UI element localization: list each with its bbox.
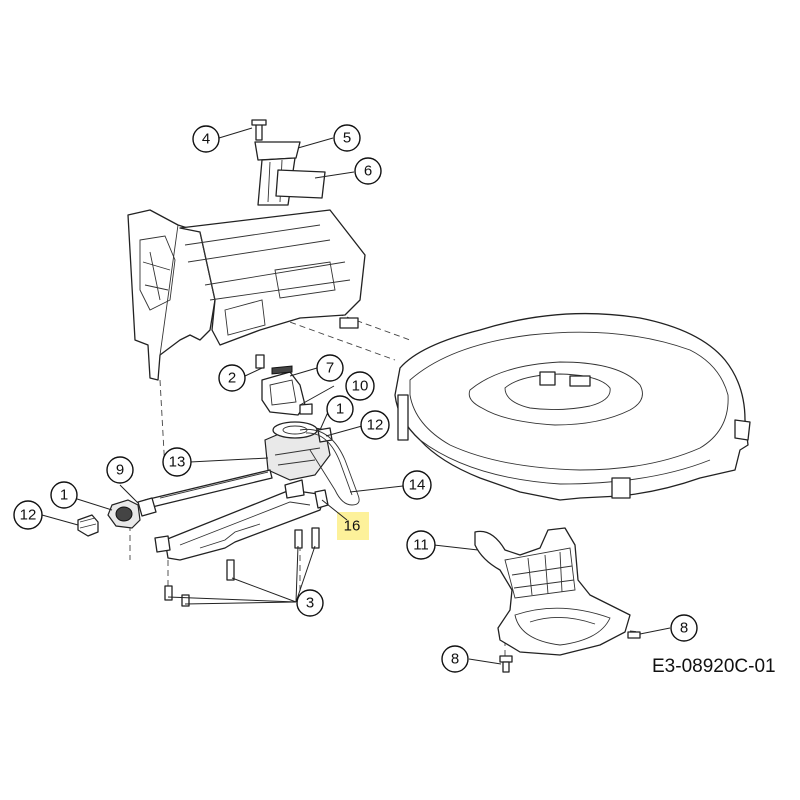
svg-text:9: 9	[116, 462, 124, 479]
svg-text:10: 10	[352, 378, 369, 395]
mounting-screws	[164, 527, 320, 607]
callout-11: 11	[406, 530, 436, 560]
svg-text:4: 4	[202, 131, 210, 148]
drive-belt	[299, 428, 360, 506]
svg-text:6: 6	[364, 163, 372, 180]
callout-1-upper: 1	[326, 395, 354, 423]
callout-6: 6	[354, 157, 382, 185]
drive-axle	[144, 469, 273, 509]
svg-text:3: 3	[306, 595, 314, 612]
callout-8-right: 8	[670, 614, 698, 642]
svg-text:2: 2	[228, 370, 236, 387]
mounting-base-plate	[154, 479, 329, 561]
svg-text:14: 14	[409, 477, 426, 494]
svg-text:8: 8	[451, 651, 459, 668]
svg-text:1: 1	[336, 401, 344, 418]
callout-3: 3	[296, 589, 324, 617]
callout-2: 2	[218, 364, 246, 392]
callout-7: 7	[316, 354, 344, 382]
callout-4: 4	[192, 125, 220, 153]
svg-text:7: 7	[326, 360, 334, 377]
wheel-drive-pinion	[77, 497, 157, 537]
callout-16: 16	[344, 518, 361, 535]
svg-text:11: 11	[413, 537, 429, 554]
diagram-code: E3-08920C-01	[652, 656, 776, 677]
svg-text:13: 13	[169, 454, 186, 471]
callout-9: 9	[106, 456, 134, 484]
callout-10: 10	[345, 371, 375, 401]
rear-housing-frame	[127, 209, 366, 381]
svg-text:16: 16	[344, 518, 361, 535]
gearbox-transmission	[264, 421, 333, 481]
callout-1-lower: 1	[50, 481, 78, 509]
handle-bracket-assembly	[251, 119, 326, 206]
drive-bracket	[255, 354, 313, 416]
discharge-chute	[474, 527, 631, 656]
svg-text:1: 1	[60, 487, 68, 504]
callout-13: 13	[162, 447, 192, 477]
svg-text:12: 12	[367, 417, 384, 434]
callout-5: 5	[333, 124, 361, 152]
callout-14: 14	[402, 470, 432, 500]
svg-text:8: 8	[680, 620, 688, 637]
svg-text:5: 5	[343, 130, 351, 147]
svg-text:12: 12	[20, 507, 37, 524]
cutting-deck	[394, 312, 751, 501]
chute-screws	[499, 631, 641, 673]
leader-lines	[41, 127, 671, 665]
callout-12-lower: 12	[13, 500, 43, 530]
callout-12-upper: 12	[360, 410, 390, 440]
callout-8-left: 8	[441, 645, 469, 673]
